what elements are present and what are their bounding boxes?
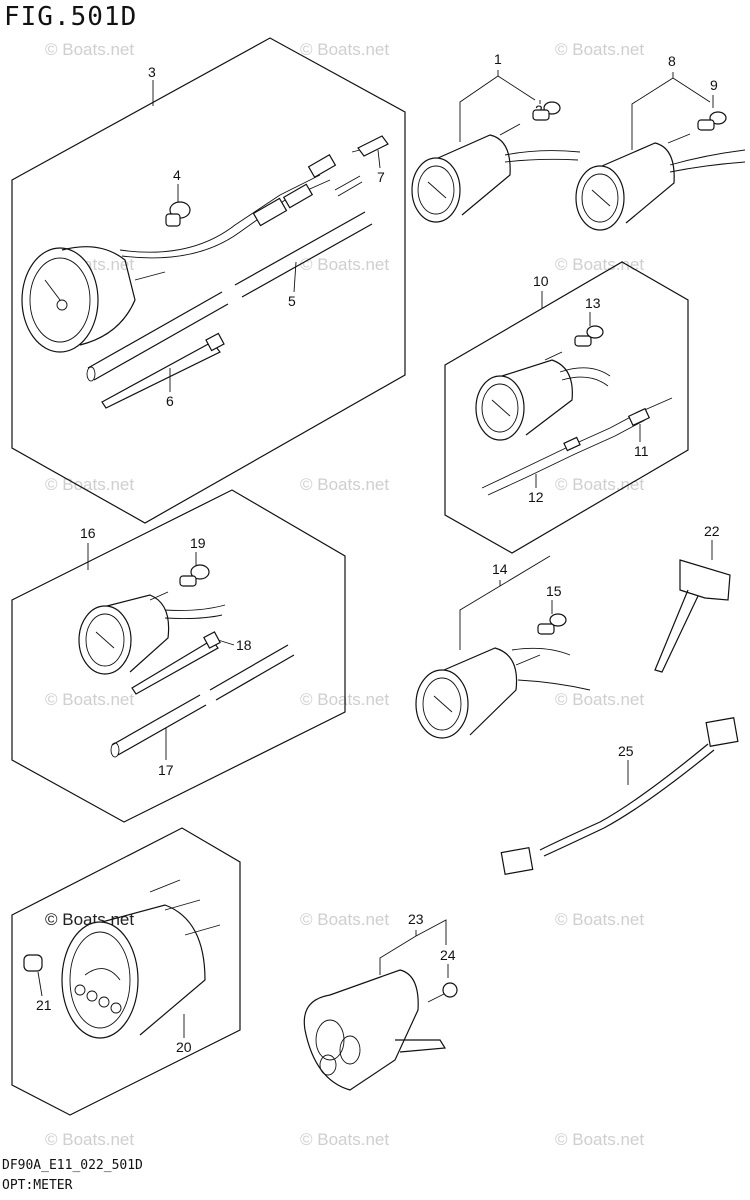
figure-code: DF90A_E11_022_501D xyxy=(2,1158,143,1173)
part-label-8: 8 xyxy=(668,53,676,69)
watermark: © Boats.net xyxy=(45,40,134,59)
part-label-9: 9 xyxy=(710,77,718,93)
cable-tie-18-icon xyxy=(131,631,221,695)
bulb-19-icon xyxy=(179,564,210,587)
harness-25-icon: 25 xyxy=(500,717,739,875)
part-label-5: 5 xyxy=(288,293,296,309)
part-label-7: 7 xyxy=(377,169,385,185)
screw-24-icon xyxy=(427,982,458,1003)
bulb-2-icon xyxy=(532,101,561,121)
tube-5-icon xyxy=(86,211,373,382)
gauge-3-icon xyxy=(21,153,363,353)
part-label-16: 16 xyxy=(80,525,96,541)
watermark: © Boats.net xyxy=(300,910,389,929)
gauge-10-icon xyxy=(475,351,611,441)
part-label-4: 4 xyxy=(173,167,181,183)
connector-7-icon xyxy=(351,135,389,157)
watermark: © Boats.net xyxy=(300,1130,389,1149)
watermark: © Boats.net xyxy=(45,1130,134,1149)
watermark: © Boats.net xyxy=(555,255,644,274)
part-label-1: 1 xyxy=(494,51,502,67)
watermark: © Boats.net xyxy=(555,1130,644,1149)
group-box-16: 16 19 18 17 xyxy=(11,489,346,823)
figure-title: FIG.501D xyxy=(4,2,138,32)
bulb-21-icon xyxy=(23,954,43,972)
part-label-24: 24 xyxy=(440,947,456,963)
part-label-13: 13 xyxy=(585,295,601,311)
part-label-20: 20 xyxy=(176,1039,192,1055)
bulb-9-icon xyxy=(697,111,727,131)
part-label-12: 12 xyxy=(528,489,544,505)
group-box-3: 3 4 7 xyxy=(11,37,406,524)
part-label-10: 10 xyxy=(533,273,549,289)
part-label-14: 14 xyxy=(492,561,508,577)
watermark: © Boats.net xyxy=(300,255,389,274)
bulb-13-icon xyxy=(574,325,604,347)
watermark: © Boats.net xyxy=(45,690,134,709)
part-label-17: 17 xyxy=(158,762,174,778)
harness-12-icon xyxy=(481,397,673,496)
part-label-23: 23 xyxy=(408,911,424,927)
part-label-3: 3 xyxy=(148,64,156,80)
part-label-25: 25 xyxy=(618,743,634,759)
gauge-14-icon xyxy=(415,647,591,739)
part-label-15: 15 xyxy=(546,583,562,599)
gauge-8-assembly: 8 9 xyxy=(575,53,746,231)
watermark: © Boats.net xyxy=(555,910,644,929)
gauge-1-icon xyxy=(411,123,581,223)
cable-tie-6-icon xyxy=(101,332,225,409)
bulb-15-icon xyxy=(537,613,567,635)
watermark: © Boats.net xyxy=(555,690,644,709)
sensor-22-icon: 22 xyxy=(654,523,731,673)
gauge-1-assembly: 1 2 xyxy=(411,51,581,223)
part-label-22: 22 xyxy=(704,523,720,539)
gauge-14-assembly: 14 15 xyxy=(415,555,591,739)
bracket-23-assembly: 23 24 xyxy=(303,911,458,1091)
gauge-16-icon xyxy=(78,591,226,675)
gauge-8-icon xyxy=(575,133,746,231)
part-label-19: 19 xyxy=(190,535,206,551)
tube-17-icon xyxy=(110,644,295,758)
group-box-20: 21 20 xyxy=(11,827,241,1116)
figure-caption: OPT:METER xyxy=(2,1178,73,1193)
part-label-18: 18 xyxy=(236,637,252,653)
part-label-21: 21 xyxy=(36,997,52,1013)
watermark: © Boats.net xyxy=(555,40,644,59)
watermark: © Boats.net xyxy=(300,40,389,59)
part-label-6: 6 xyxy=(166,393,174,409)
watermark: © Boats.net xyxy=(555,475,644,494)
gauge-20-icon xyxy=(61,879,221,1039)
watermark: © Boats.net xyxy=(300,475,389,494)
bracket-23-icon xyxy=(303,969,447,1091)
part-label-11: 11 xyxy=(634,443,649,459)
group-box-10: 10 13 11 12 xyxy=(444,261,689,554)
bulb-4-icon xyxy=(165,201,191,227)
